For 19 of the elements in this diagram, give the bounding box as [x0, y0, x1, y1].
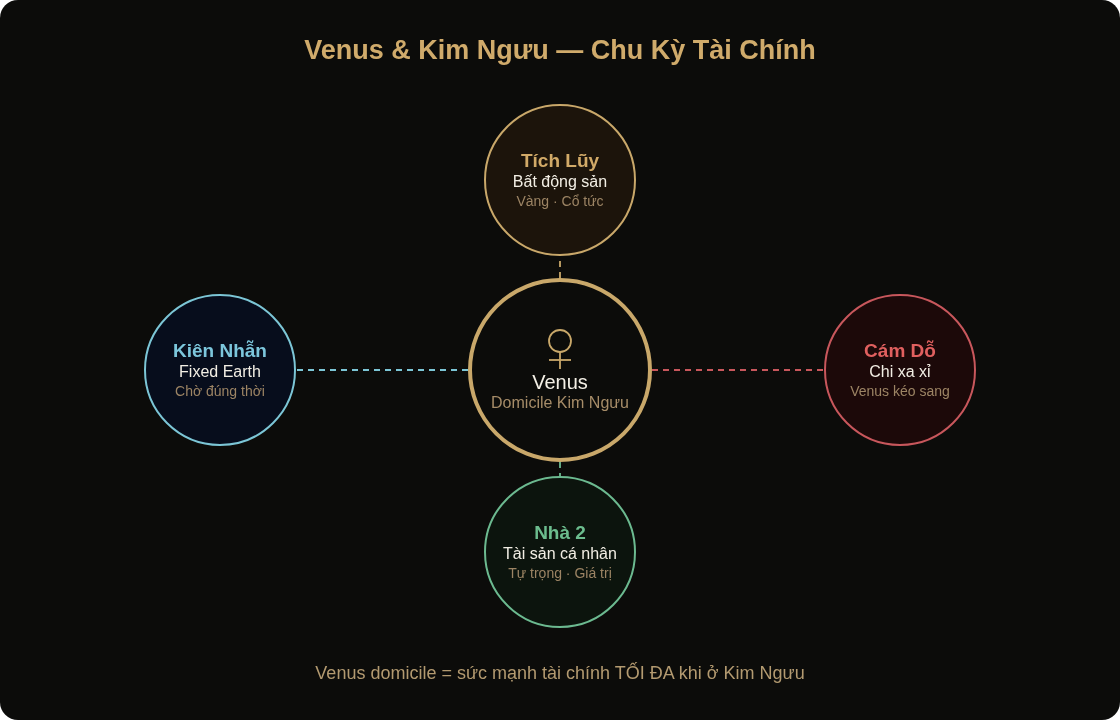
circle-note: Tự trọng · Giá trị — [508, 564, 612, 582]
circle-subtitle: Bất động sản — [512, 172, 608, 192]
circle-note: Venus kéo sang — [850, 382, 950, 400]
dashed-connector — [295, 369, 469, 371]
dashed-connector — [651, 369, 825, 371]
circle-subtitle: Chi xa xỉ — [869, 362, 931, 382]
circle-note: Chờ đúng thời — [175, 382, 265, 400]
caption-text: Venus domicile = sức mạnh tài chính TỐI ĐA khi ở Kim Ngưu — [315, 662, 805, 684]
circle-title: Kiên Nhẫn — [173, 340, 267, 362]
dashed-connector — [559, 461, 561, 477]
diagram-title: Venus & Kim Ngưu — Chu Kỳ Tài Chính — [304, 34, 816, 66]
circle-title: Cám Dỗ — [864, 340, 936, 362]
circle-title: Nhà 2 — [534, 522, 586, 544]
planet-note: Domicile Kim Ngưu — [491, 392, 629, 412]
circle-note: Vàng · Cổ tức — [516, 192, 604, 210]
circle-title: Tích Lũy — [520, 150, 600, 172]
circle-subtitle: Fixed Earth — [179, 362, 261, 382]
planet-name: Venus — [532, 370, 588, 393]
circle-subtitle: Tài sản cá nhân — [503, 544, 617, 564]
